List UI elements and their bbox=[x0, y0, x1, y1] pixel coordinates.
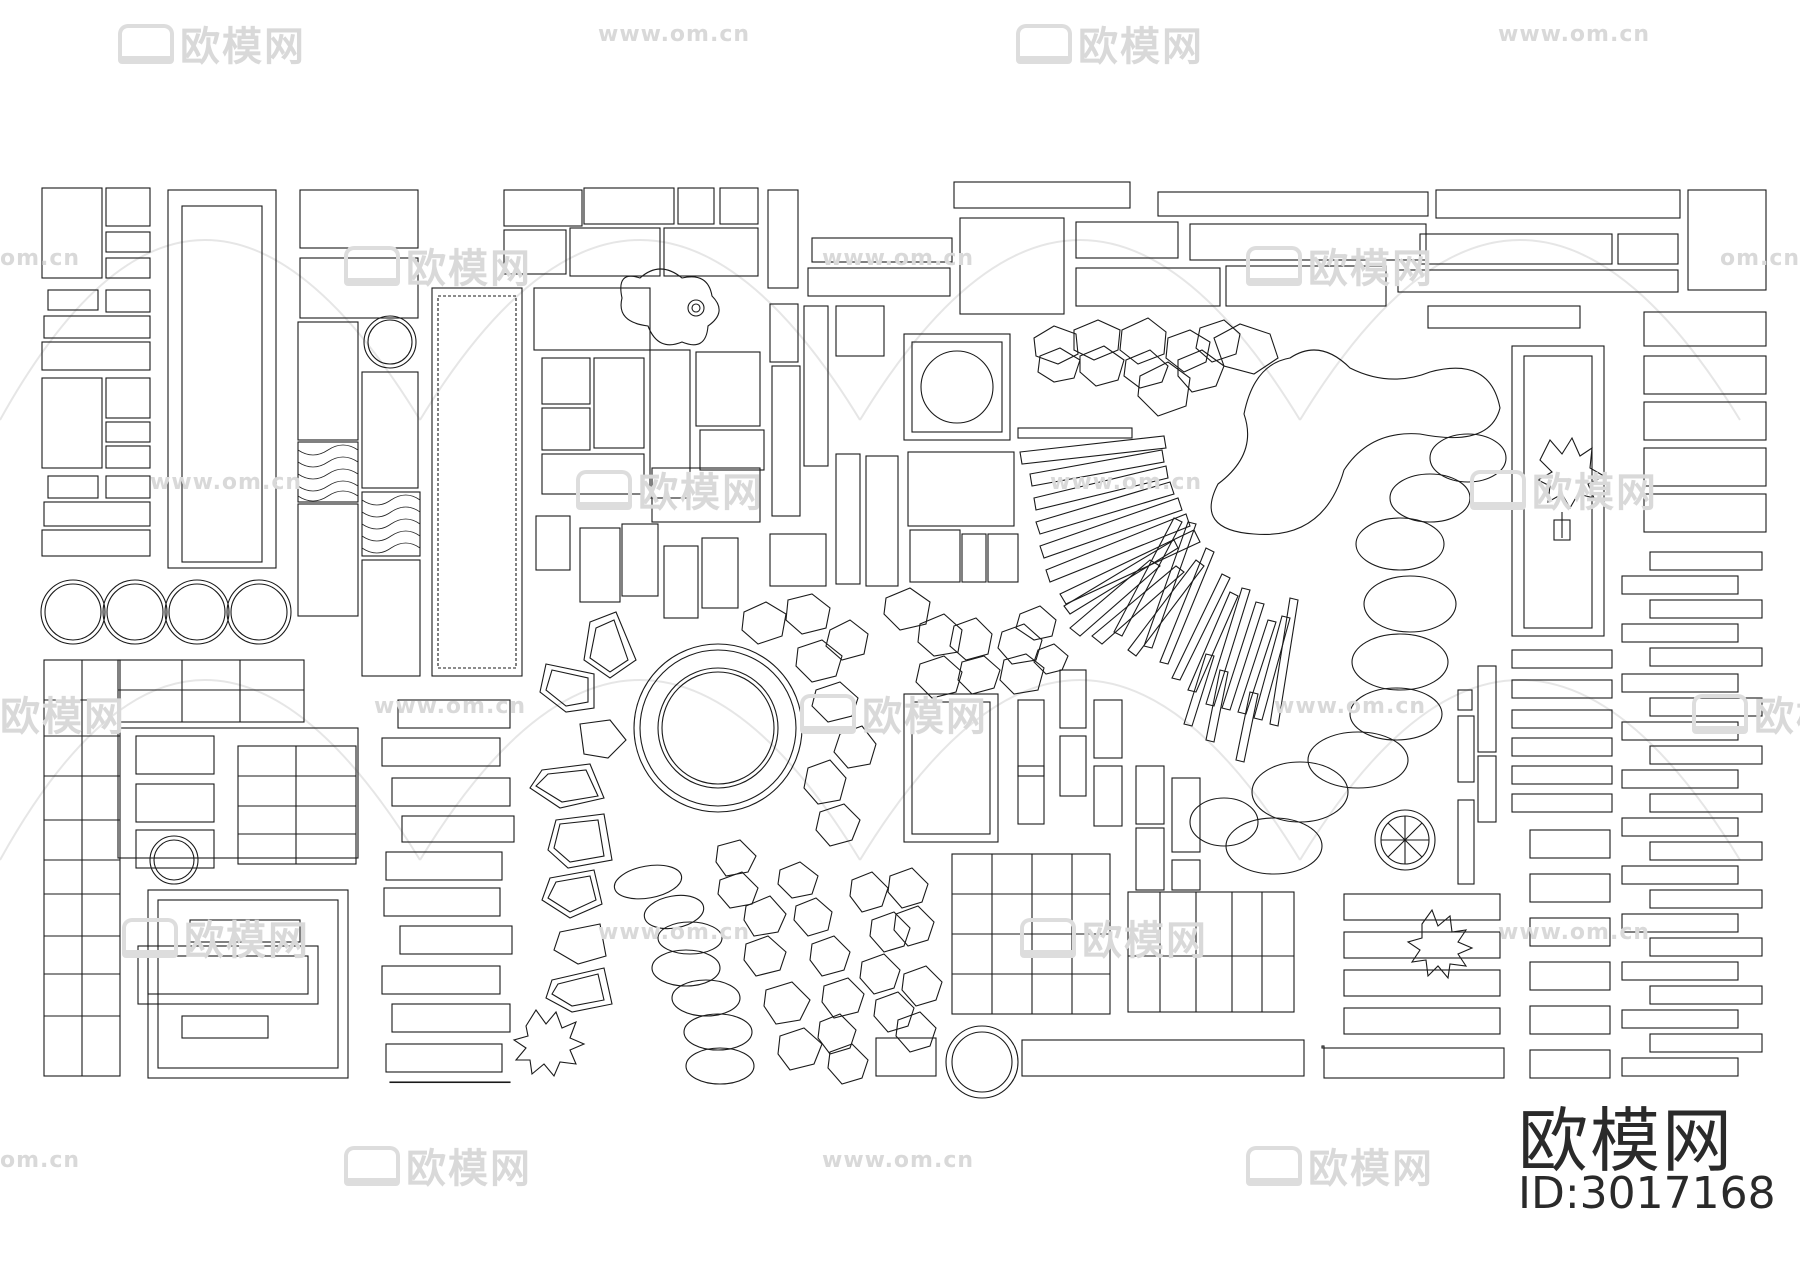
block-group-c bbox=[503, 187, 953, 619]
block-group-center-right bbox=[875, 669, 1325, 1099]
small-bars-mid-right bbox=[1323, 665, 1505, 1079]
hex-stones-top bbox=[1017, 317, 1279, 439]
block-group-bottom-left bbox=[43, 659, 359, 1079]
block-group-b bbox=[297, 189, 523, 677]
brand-name: 欧模网 bbox=[1518, 1100, 1734, 1182]
block-group-left bbox=[40, 187, 292, 645]
watermark-arcs bbox=[0, 239, 1741, 861]
tree-canopy-1 bbox=[620, 268, 720, 346]
hatch-panel-2 bbox=[361, 494, 421, 554]
planter-with-tree bbox=[1511, 345, 1606, 637]
hex-stones-center bbox=[741, 587, 1069, 847]
oval-stones-center-bottom bbox=[613, 839, 943, 1085]
hatch-panel-1 bbox=[297, 444, 359, 502]
asset-id-label: ID:3017168 bbox=[1518, 1168, 1776, 1219]
pentagon-stones-left bbox=[529, 611, 637, 1013]
shrub-2 bbox=[512, 1009, 586, 1078]
tree-canopy-2 bbox=[1536, 436, 1606, 510]
long-bars-top bbox=[1075, 189, 1767, 533]
oval-stones-right bbox=[1189, 433, 1507, 875]
bars-right-column bbox=[1511, 551, 1763, 1079]
round-plaza-center bbox=[633, 643, 803, 813]
fan-bars bbox=[1019, 435, 1299, 763]
pond-outline bbox=[1210, 349, 1501, 536]
round-plaza-c bbox=[903, 181, 1131, 583]
bars-center-left bbox=[381, 699, 586, 1084]
shrub-1 bbox=[1406, 908, 1474, 980]
